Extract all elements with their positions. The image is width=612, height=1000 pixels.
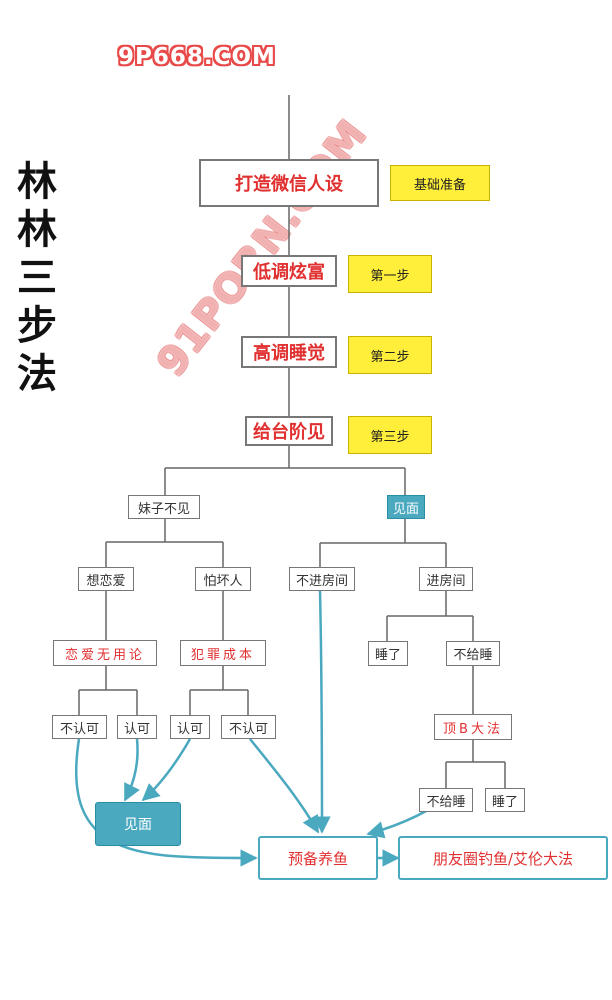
tag-step-two: 第二步 (348, 336, 432, 374)
step-build-persona: 打造微信人设 (199, 159, 379, 207)
tag-step-one: 第一步 (348, 255, 432, 293)
node-meet: 见面 (387, 495, 425, 519)
node-reject-a: 不认可 (52, 715, 107, 739)
side-title-char-5: 法 (17, 351, 57, 397)
step-highkey-sleep: 高调睡觉 (241, 336, 337, 368)
side-title-char-3: 三 (17, 255, 57, 301)
node-love-useless: 恋爱无用论 (53, 640, 157, 666)
outcome-meet: 见面 (95, 802, 181, 846)
node-no-sleep-a: 不给睡 (446, 641, 500, 666)
outcome-moments-fishing: 朋友圈钓鱼/艾伦大法 (398, 836, 608, 880)
node-no-sleep-b: 不给睡 (419, 788, 473, 812)
node-afraid-bad: 怕坏人 (195, 567, 251, 591)
node-accept-a: 认可 (117, 715, 157, 739)
side-title: 林 林 三 步 法 (14, 158, 60, 398)
step-give-stairs: 给台阶见 (245, 416, 333, 446)
node-top-b-method: 顶B大法 (434, 714, 512, 740)
node-slept-b: 睡了 (485, 788, 525, 812)
node-want-love: 想恋爱 (78, 567, 134, 591)
tag-basic-prep: 基础准备 (390, 165, 490, 201)
side-title-char-2: 林 (17, 207, 57, 253)
node-slept-a: 睡了 (368, 641, 408, 666)
node-reject-b: 不认可 (221, 715, 276, 739)
watermark-top: 9P668.COM (118, 44, 276, 70)
side-title-char-4: 步 (17, 303, 57, 349)
node-accept-b: 认可 (170, 715, 210, 739)
node-no-room: 不进房间 (289, 567, 355, 591)
side-title-char-1: 林 (17, 159, 57, 205)
node-crime-cost: 犯罪成本 (180, 640, 266, 666)
outcome-fish-pond: 预备养鱼 (258, 836, 378, 880)
step-lowkey-flex: 低调炫富 (241, 255, 337, 287)
tag-step-three: 第三步 (348, 416, 432, 454)
node-enter-room: 进房间 (419, 567, 473, 591)
node-no-meet: 妹子不见 (128, 495, 200, 519)
